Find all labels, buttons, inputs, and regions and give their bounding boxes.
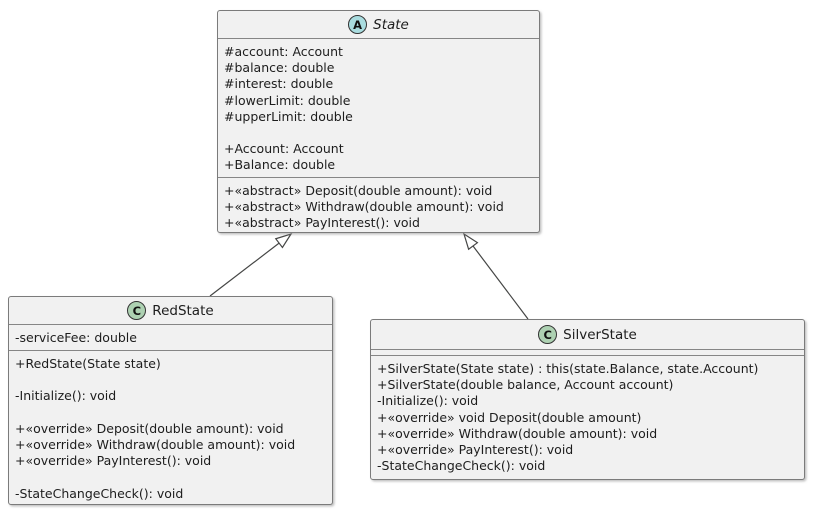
class-member: +«override» void Deposit(double amount) (377, 409, 642, 425)
class-member: +Account: Account (224, 141, 344, 157)
class-box-state: A State #account: Account#balance: doubl… (217, 10, 540, 233)
class-member: +RedState(State state) (15, 356, 161, 371)
class-icon: C (127, 301, 147, 320)
abstract-class-icon: A (348, 15, 368, 34)
inheritance-arrow-redstate-to-state (209, 232, 293, 297)
methods-section-state: +«abstract» Deposit(double amount): void… (218, 177, 539, 232)
methods-section-silverstate: +SilverState(State state) : this(state.B… (371, 355, 804, 479)
class-title-silverstate: C SilverState (371, 320, 804, 349)
class-member: +«abstract» Deposit(double amount): void (224, 183, 493, 198)
class-member: +«override» Withdraw(double amount): voi… (377, 425, 658, 441)
class-name: State (373, 16, 409, 33)
class-member: #balance: double (224, 60, 335, 76)
class-member (15, 469, 327, 485)
class-member: #lowerLimit: double (224, 92, 351, 108)
class-name: RedState (152, 302, 214, 319)
class-member (15, 372, 327, 388)
class-member: #account: Account (224, 44, 343, 59)
class-member: -Initialize(): void (15, 388, 117, 404)
class-member: -StateChangeCheck(): void (15, 485, 184, 501)
class-name: SilverState (563, 326, 637, 343)
class-member: +«abstract» PayInterest(): void (224, 215, 420, 231)
class-member: +SilverState(double balance, Account acc… (377, 377, 674, 393)
class-title-redstate: C RedState (9, 297, 332, 324)
attributes-section-redstate: -serviceFee: double (9, 324, 332, 350)
class-box-redstate: C RedState -serviceFee: double +RedState… (8, 296, 333, 505)
class-member: -Initialize(): void (377, 393, 479, 409)
class-member (224, 125, 534, 141)
inheritance-arrow-silverstate-to-state (462, 232, 529, 320)
class-member: #interest: double (224, 76, 334, 92)
class-member: +«override» Deposit(double amount): void (15, 420, 284, 436)
class-member: -StateChangeCheck(): void (377, 458, 546, 474)
attributes-section-state: #account: Account#balance: double#intere… (218, 38, 539, 177)
class-member: +SilverState(State state) : this(state.B… (377, 361, 759, 376)
class-member: +Balance: double (224, 157, 336, 173)
class-icon: C (538, 325, 558, 344)
class-box-silverstate: C SilverState +SilverState(State state) … (370, 319, 805, 480)
attributes-section-silverstate (371, 349, 804, 355)
class-member: +«override» Withdraw(double amount): voi… (15, 436, 296, 452)
class-member (15, 405, 327, 421)
class-member: +«override» PayInterest(): void (15, 453, 212, 469)
class-member: +«override» PayInterest(): void (377, 441, 574, 457)
class-title-state: A State (218, 11, 539, 38)
methods-section-redstate: +RedState(State state) -Initialize(): vo… (9, 350, 332, 504)
class-member: #upperLimit: double (224, 108, 353, 124)
class-member: -serviceFee: double (15, 330, 137, 345)
class-member: +«abstract» Withdraw(double amount): voi… (224, 199, 504, 215)
